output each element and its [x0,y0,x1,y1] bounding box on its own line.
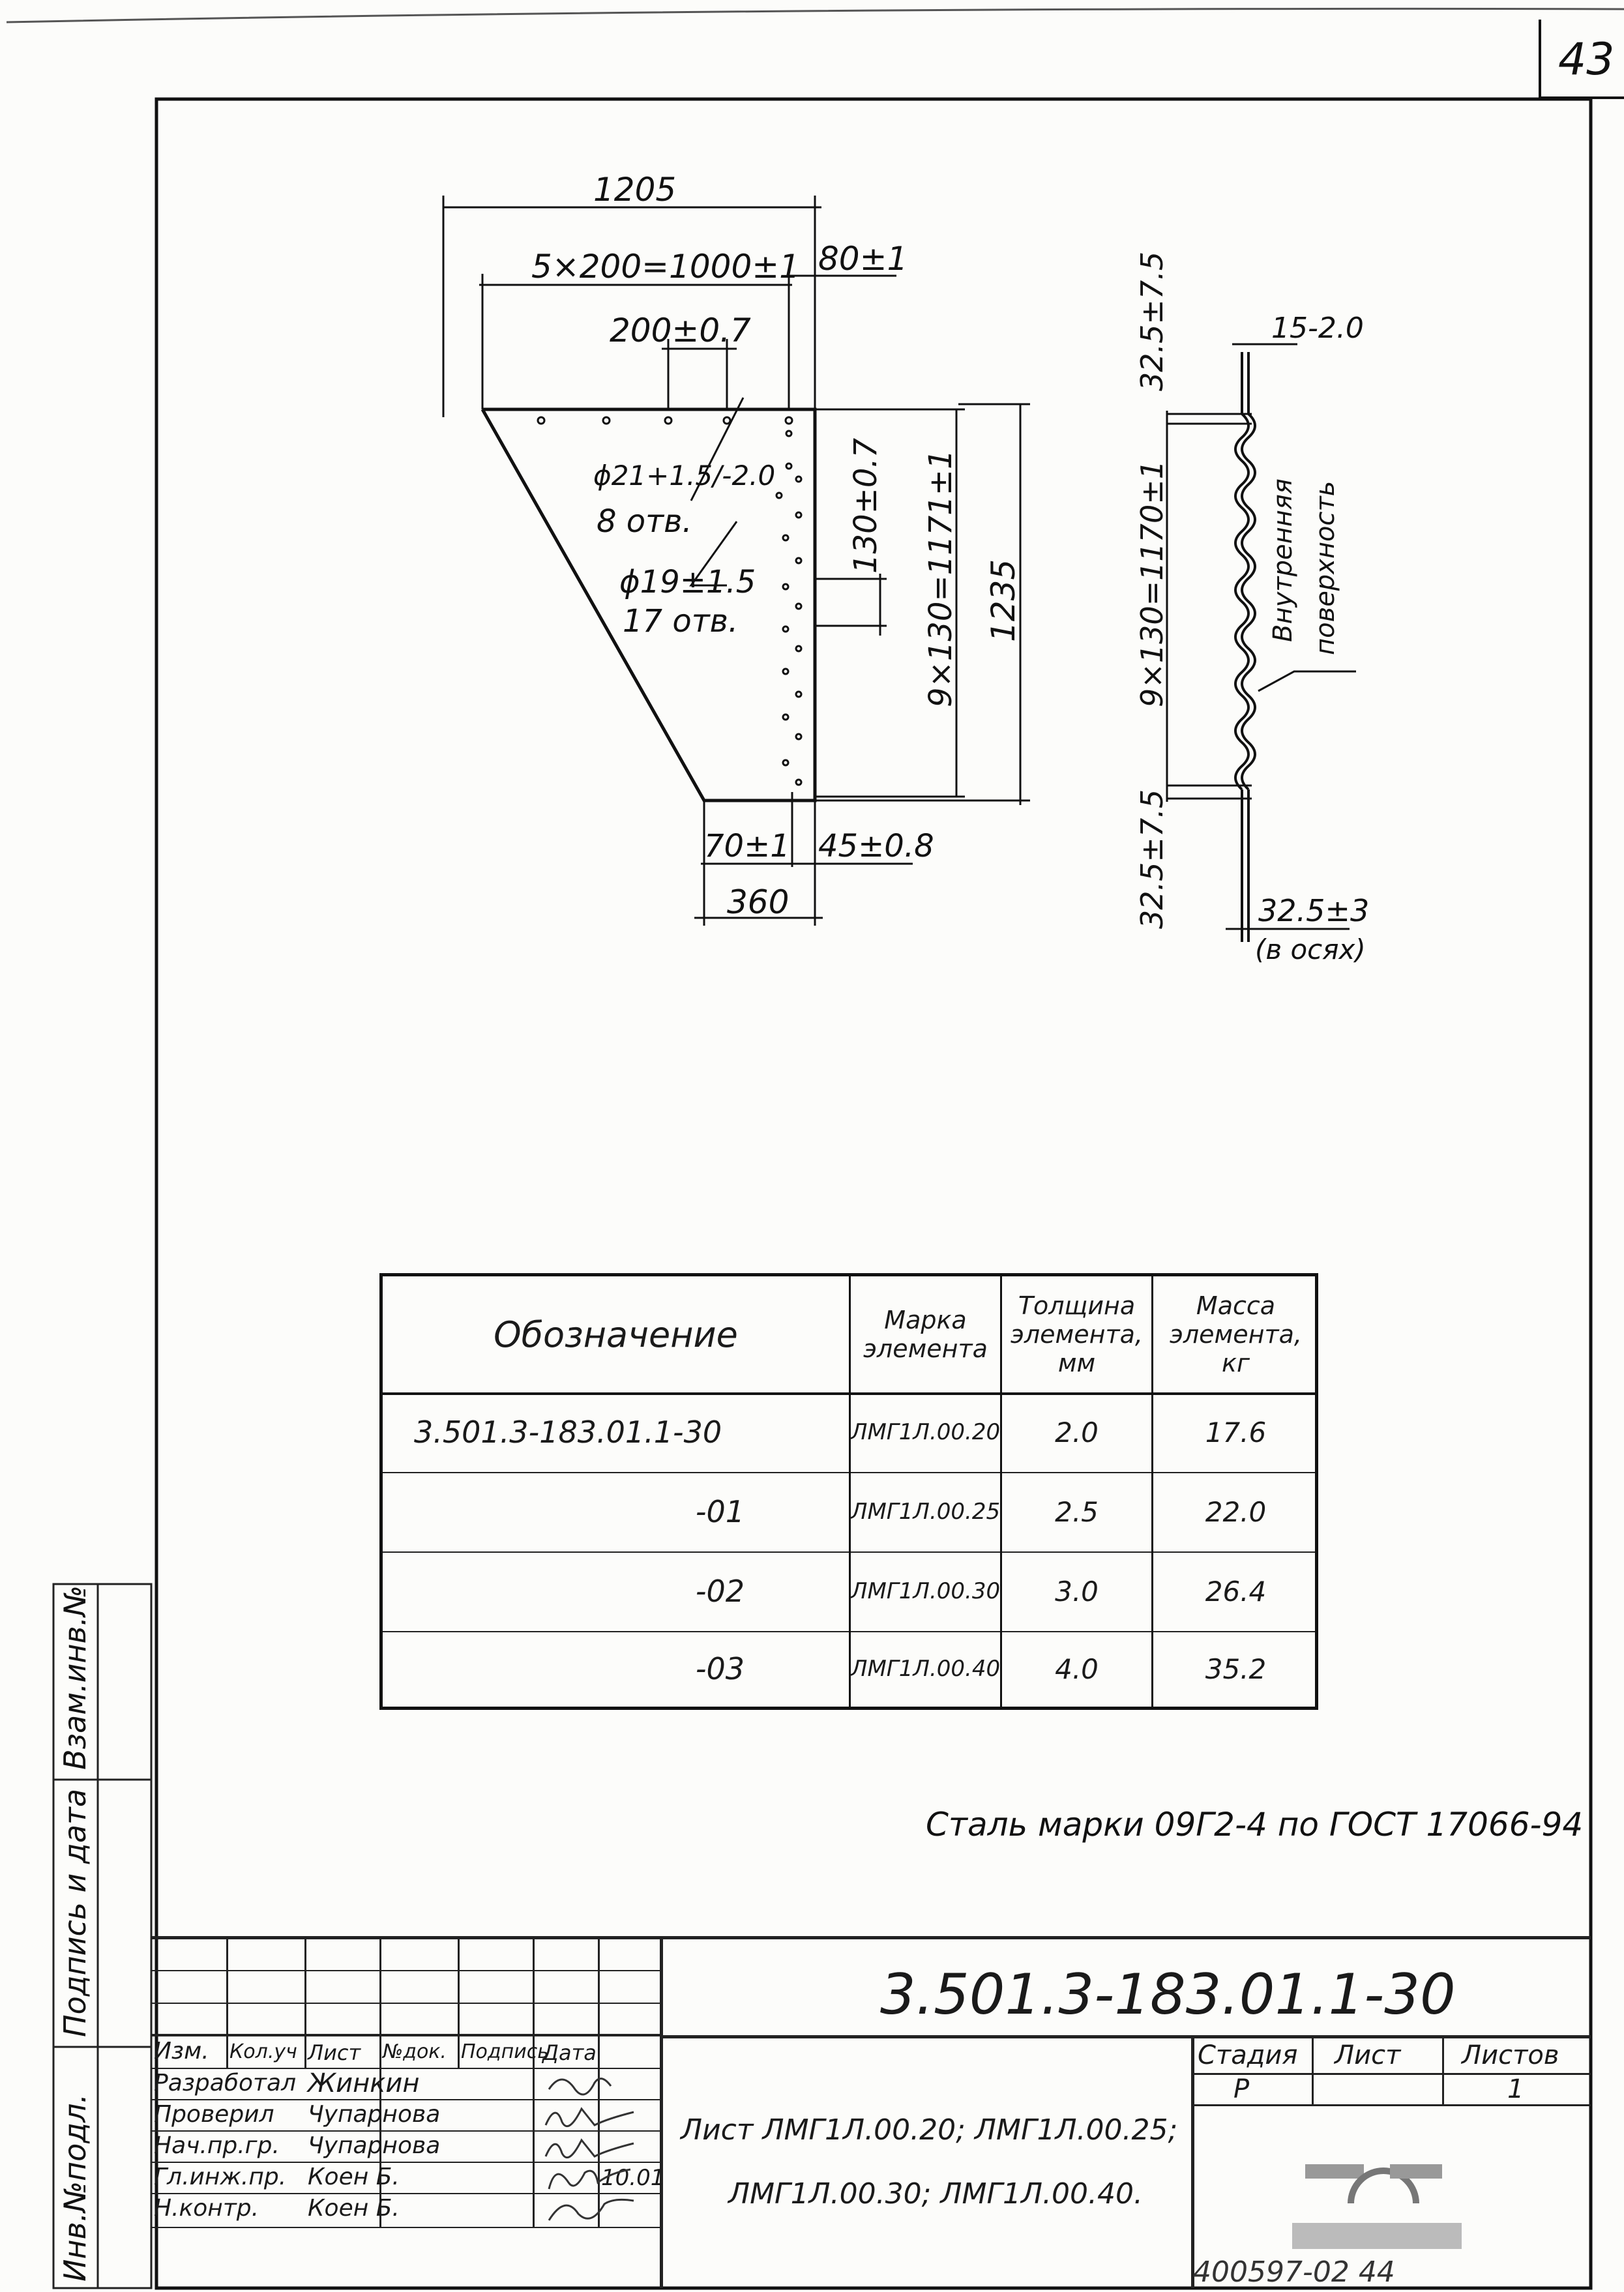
dim-overall-height: 1235 [984,559,1022,642]
dim-hole-small-count: 17 отв. [623,603,739,639]
cell-designation: -03 [383,1631,851,1707]
company-logo [1292,2164,1462,2249]
dim-top-pitch: 32.5±7.5 [1134,251,1170,391]
dim-hole-large-count: 8 отв. [597,503,692,540]
small-holes [775,430,803,786]
cell-thickness: 4.0 [1002,1631,1153,1707]
signature [544,2107,634,2128]
surface-label-1: Внутренняя [1268,478,1298,642]
dim-bottom-pitch: 32.5±7.5 [1134,789,1170,929]
name-checker: Чупарнова [308,2101,441,2128]
steel-note: Сталь марки 09Г2-4 по ГОСТ 17066-94 [926,1806,1584,1844]
left-view-dims [442,196,1030,926]
cell-thickness: 2.0 [1002,1392,1153,1472]
cell-mark: ЛМГ1Л.00.20 [851,1392,1002,1472]
scan-edge [6,7,1624,23]
cell-mass: 22.0 [1205,1495,1267,1528]
sheets-value: 1 [1507,2074,1524,2104]
stage-value: Р [1233,2074,1250,2104]
table-row: 3.501.3-183.01.1-30 ЛМГ1Л.00.20 2.0 17.6 [383,1392,1315,1473]
cell-mark: ЛМГ1Л.00.30 [851,1551,1002,1631]
dim-axes-offset: 32.5±3 [1258,893,1370,928]
dim-axes-note: (в осях) [1255,933,1366,965]
name-chief-engineer: Коен Б. [308,2164,400,2190]
handwritten-footer: 400597-02 44 [1193,2255,1395,2289]
signature [548,2168,631,2190]
dim-thickness: 15-2.0 [1271,312,1364,345]
header-designation: Обозначение [383,1276,851,1392]
cell-designation: -01 [383,1472,851,1551]
sheet-description-1: Лист ЛМГ1Л.00.20; ЛМГ1Л.00.25; [681,2113,1178,2147]
dim-hole-small-dia: ϕ19±1.5 [619,564,756,600]
role-norm-control: Н.контр. [154,2195,259,2222]
col-izm: Изм. [154,2038,209,2064]
cell-mark: ЛМГ1Л.00.25 [851,1472,1002,1551]
dim-vert-total: 9×130=1171±1 [923,449,959,707]
dim-overall-width: 1205 [593,171,677,209]
col-data: Дата [542,2040,597,2065]
main-frame [155,97,1593,2290]
surface-label-2: поверхность [1310,480,1340,655]
cell-designation: -02 [383,1551,851,1631]
title-block: Изм. Кол.уч Лист №док. Подпись Дата Разр… [151,1936,1591,2291]
role-chief-engineer: Гл.инж.пр. [154,2164,287,2190]
page-number: 43 [1558,34,1615,85]
signature [548,2198,634,2221]
sheets-label: Листов [1462,2040,1559,2070]
signature [548,2078,612,2096]
role-checker: Проверил [154,2101,274,2128]
signature [544,2138,634,2159]
dim-right-vert-total: 9×130=1170±1 [1134,460,1170,707]
col-podpis: Подпись [461,2040,549,2063]
date-chief-engineer: 10.01 [601,2165,665,2191]
large-holes [537,416,793,425]
cell-thickness: 2.5 [1002,1472,1153,1551]
dim-hole-spacing-total: 5×200=1000±1 [531,248,800,286]
table-row: -01 ЛМГ1Л.00.25 2.5 22.0 [383,1472,1315,1553]
cell-mass: 35.2 [1205,1653,1267,1685]
dim-bottom-offset: 70±1 [704,828,790,864]
dim-vert-spacing: 130±0.7 [848,437,884,574]
cell-mass: 17.6 [1205,1416,1267,1448]
side-label-sign-date: Подпись и дата [57,1788,93,2037]
dim-edge-offset: 80±1 [818,240,908,278]
doc-code: 3.501.3-183.01.1-30 [880,1962,1456,2027]
sheet-label: Лист [1335,2040,1401,2070]
dim-hole-large-dia: ϕ21+1.5/-2.0 [593,460,776,492]
col-list: Лист [308,2040,361,2065]
cell-thickness: 3.0 [1002,1551,1153,1631]
cell-mass: 26.4 [1205,1575,1267,1608]
corrugated-profile [1234,352,1256,942]
role-developer: Разработал [154,2070,297,2096]
dim-bottom-offset-2: 45±0.8 [818,828,934,864]
name-developer: Жинкин [308,2068,420,2098]
col-koluch: Кол.уч [229,2040,297,2063]
name-norm-control: Коен Б. [308,2195,400,2222]
sheet-description-2: ЛМГ1Л.00.30; ЛМГ1Л.00.40. [728,2177,1143,2211]
dim-hole-spacing: 200±0.7 [610,312,751,349]
stage-label: Стадия [1198,2040,1298,2070]
col-ndok: №док. [383,2040,447,2063]
side-label-inv-orig: Инв.№подл. [57,2093,93,2282]
table-row: -03 ЛМГ1Л.00.40 4.0 35.2 [383,1631,1315,1707]
right-view-dims [1166,343,1356,930]
table-row: -02 ЛМГ1Л.00.30 3.0 26.4 [383,1551,1315,1632]
name-group-head: Чупарнова [308,2132,441,2159]
side-label-replace-inv: Взам.инв.№ [57,1585,93,1770]
cell-designation: 3.501.3-183.01.1-30 [383,1392,851,1472]
cell-mark: ЛМГ1Л.00.40 [851,1631,1002,1707]
dim-bottom-width: 360 [727,883,790,921]
role-group-head: Нач.пр.гр. [154,2132,280,2159]
